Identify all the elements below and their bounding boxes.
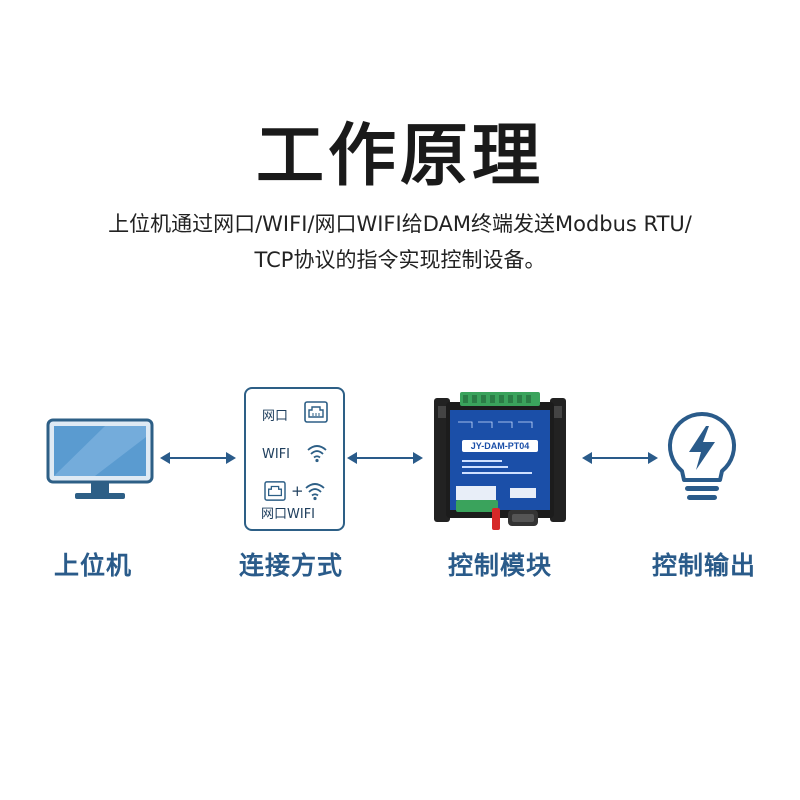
monitor-icon bbox=[46, 418, 154, 499]
bidirectional-arrow-1 bbox=[160, 452, 236, 464]
description-line-1: 上位机通过网口/WIFI/网口WIFI给DAM终端发送Modbus RTU/ bbox=[108, 212, 692, 236]
description-line-2: TCP协议的指令实现控制设备。 bbox=[254, 248, 546, 272]
ethernet-port-icon-small bbox=[264, 481, 286, 501]
output-label: 控制输出 bbox=[651, 551, 756, 580]
bidirectional-arrow-2 bbox=[347, 452, 423, 464]
wifi-label: WIFI bbox=[262, 447, 290, 462]
wifi-icon bbox=[307, 445, 327, 463]
ethernet-label: 网口 bbox=[262, 409, 289, 424]
wifi-icon-small bbox=[305, 483, 325, 501]
description: 上位机通过网口/WIFI/网口WIFI给DAM终端发送Modbus RTU/ T… bbox=[55, 206, 745, 278]
device-name-plate: JY-DAM-PT04 bbox=[470, 441, 530, 451]
plus-sign: + bbox=[291, 482, 304, 500]
control-module-device: JY-DAM-PT04 bbox=[432, 388, 568, 536]
connection-methods-box: 网口 WIFI + 网口WIFI bbox=[244, 387, 345, 531]
ethernet-port-icon bbox=[304, 401, 328, 423]
connection-label: 连接方式 bbox=[238, 551, 343, 580]
lightbulb-lightning-icon bbox=[667, 412, 737, 500]
bidirectional-arrow-3 bbox=[582, 452, 658, 464]
host-label: 上位机 bbox=[53, 551, 132, 580]
page-title: 工作原理 bbox=[255, 117, 544, 196]
module-label: 控制模块 bbox=[447, 551, 552, 580]
ethernet-wifi-label: 网口WIFI bbox=[261, 507, 315, 522]
